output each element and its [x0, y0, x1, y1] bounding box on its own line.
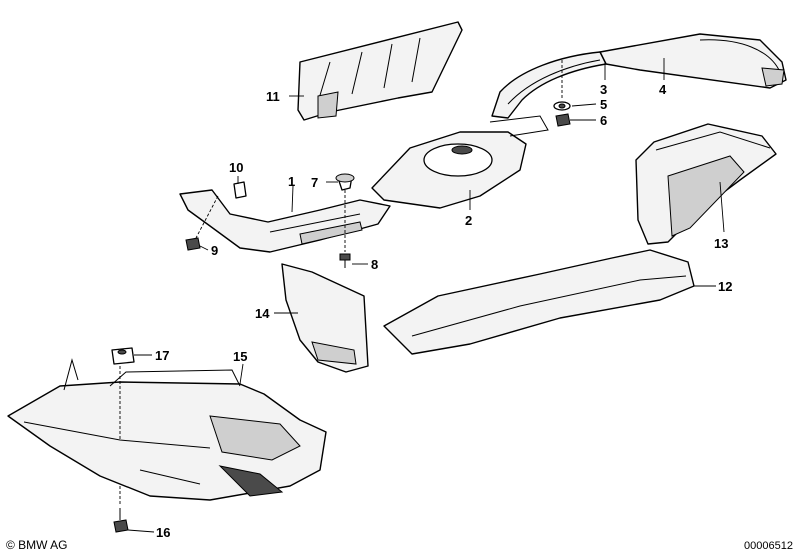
callout-1: 1 [288, 174, 295, 189]
part-14-small-shield [281, 263, 369, 373]
fastener-5-nut [553, 101, 571, 111]
callout-5: 5 [600, 97, 607, 112]
callout-9: 9 [211, 243, 218, 258]
callout-3: 3 [600, 82, 607, 97]
callout-8: 8 [371, 257, 378, 272]
part-15-engine-undershield [7, 358, 327, 501]
fastener-9-nut [185, 237, 201, 251]
callout-2: 2 [465, 213, 472, 228]
callout-17: 17 [155, 348, 169, 363]
fastener-7-clip [335, 173, 355, 191]
part-12-underbody-shield [383, 249, 695, 355]
part-11-heat-shield [297, 21, 463, 121]
brand-copyright: © BMW AG [6, 538, 68, 552]
leader-lines [127, 58, 725, 533]
callout-4: 4 [659, 82, 667, 97]
callout-15: 15 [233, 349, 247, 364]
callout-14: 14 [255, 306, 270, 321]
callout-11: 11 [266, 89, 280, 104]
fastener-6-nut [555, 113, 571, 127]
part-2-tunnel-shield [371, 115, 549, 209]
fastener-10-clip [233, 181, 247, 199]
callout-labels: 11 1 2 3 4 5 6 7 8 9 10 12 13 14 15 16 1… [155, 82, 732, 540]
fastener-16-bolt [113, 508, 129, 533]
callout-13: 13 [714, 236, 728, 251]
callout-16: 16 [156, 525, 170, 540]
fastener-8-bolt [339, 253, 351, 268]
part-13-side-shield [635, 123, 777, 245]
callout-10: 10 [229, 160, 243, 175]
callout-6: 6 [600, 113, 607, 128]
callout-7: 7 [311, 175, 318, 190]
part-3-curved-shield [491, 51, 607, 119]
part-4-tunnel-shield [599, 33, 787, 89]
fastener-17-nut [111, 347, 135, 365]
callout-12: 12 [718, 279, 732, 294]
document-number: 00006512 [744, 540, 793, 552]
assembly-lines [119, 60, 563, 506]
